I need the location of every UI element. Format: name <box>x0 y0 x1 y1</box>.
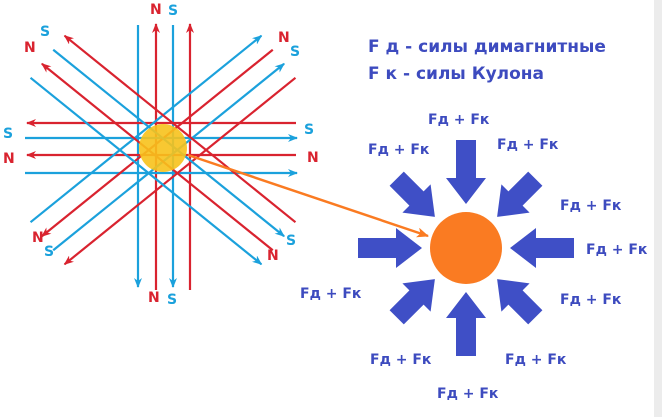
north-pole-label: N <box>24 40 36 56</box>
north-pole-label: N <box>32 230 44 246</box>
legend-diamagnetic: F д - силы димагнитные <box>368 37 606 57</box>
field-line-diagonal <box>63 34 297 224</box>
force-sum-label: Fд + Fк <box>560 292 622 308</box>
force-arrow <box>497 171 543 217</box>
south-pole-label: S <box>286 233 296 249</box>
force-sum-label: Fд + Fк <box>586 242 648 258</box>
force-sum-label: Fд + Fк <box>300 286 362 302</box>
force-arrows <box>358 140 574 356</box>
force-labels: Fд + Fк Fд + Fк Fд + Fк Fд + Fк Fд + Fк Fд + … <box>300 112 648 402</box>
force-arrow <box>510 228 574 268</box>
force-arrow <box>389 279 435 325</box>
right-edge-strip <box>654 0 662 417</box>
north-pole-label: N <box>278 30 290 46</box>
force-sum-label: Fд + Fк <box>437 386 499 402</box>
particle-small <box>139 124 187 172</box>
north-pole-label: N <box>150 2 162 18</box>
south-pole-label: S <box>44 244 54 260</box>
force-sum-label: Fд + Fк <box>428 112 490 128</box>
force-sum-label: Fд + Fк <box>370 352 432 368</box>
north-pole-label: N <box>148 290 160 306</box>
field-line-diagonal <box>29 76 263 266</box>
force-arrow <box>446 140 486 204</box>
force-sum-label: Fд + Fк <box>497 137 559 153</box>
south-pole-label: S <box>3 126 13 142</box>
field-line-diagonal <box>63 76 297 266</box>
field-line-diagonal <box>29 34 263 224</box>
force-arrow <box>389 171 435 217</box>
force-sum-label: Fд + Fк <box>560 198 622 214</box>
north-pole-label: N <box>307 150 319 166</box>
force-arrow <box>446 292 486 356</box>
south-pole-label: S <box>40 24 50 40</box>
force-sum-label: Fд + Fк <box>505 352 567 368</box>
south-pole-label: S <box>167 292 177 308</box>
zoom-pointer-arrow <box>187 153 429 238</box>
north-pole-label: N <box>267 248 279 264</box>
force-arrow <box>358 228 422 268</box>
north-pole-label: N <box>3 151 15 167</box>
particle-large <box>430 212 502 284</box>
south-pole-label: S <box>304 122 314 138</box>
south-pole-label: S <box>290 44 300 60</box>
south-pole-label: S <box>168 3 178 19</box>
force-arrow <box>497 279 543 325</box>
legend-coulomb: F к - силы Кулона <box>368 64 544 84</box>
force-sum-label: Fд + Fк <box>368 142 430 158</box>
